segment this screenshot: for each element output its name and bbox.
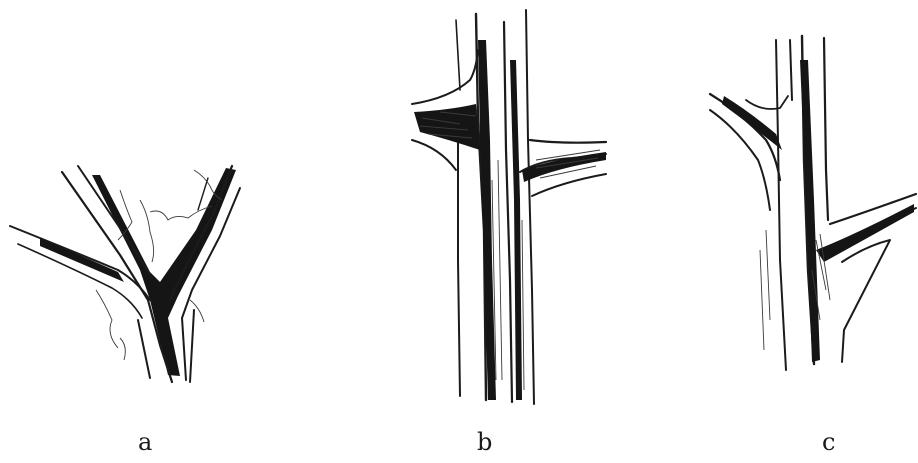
alternate-branching-drawing	[630, 0, 918, 463]
panel-label-a: a	[138, 430, 152, 454]
panel-a-y-fork: a	[0, 0, 300, 463]
y-fork-drawing	[0, 0, 300, 463]
panel-c-alternate-branching: c	[630, 0, 918, 463]
cross-junction-drawing	[300, 0, 630, 463]
panel-label-b: b	[477, 430, 492, 454]
panel-b-cross-junction: b	[300, 0, 630, 463]
panel-label-c: c	[822, 430, 835, 454]
